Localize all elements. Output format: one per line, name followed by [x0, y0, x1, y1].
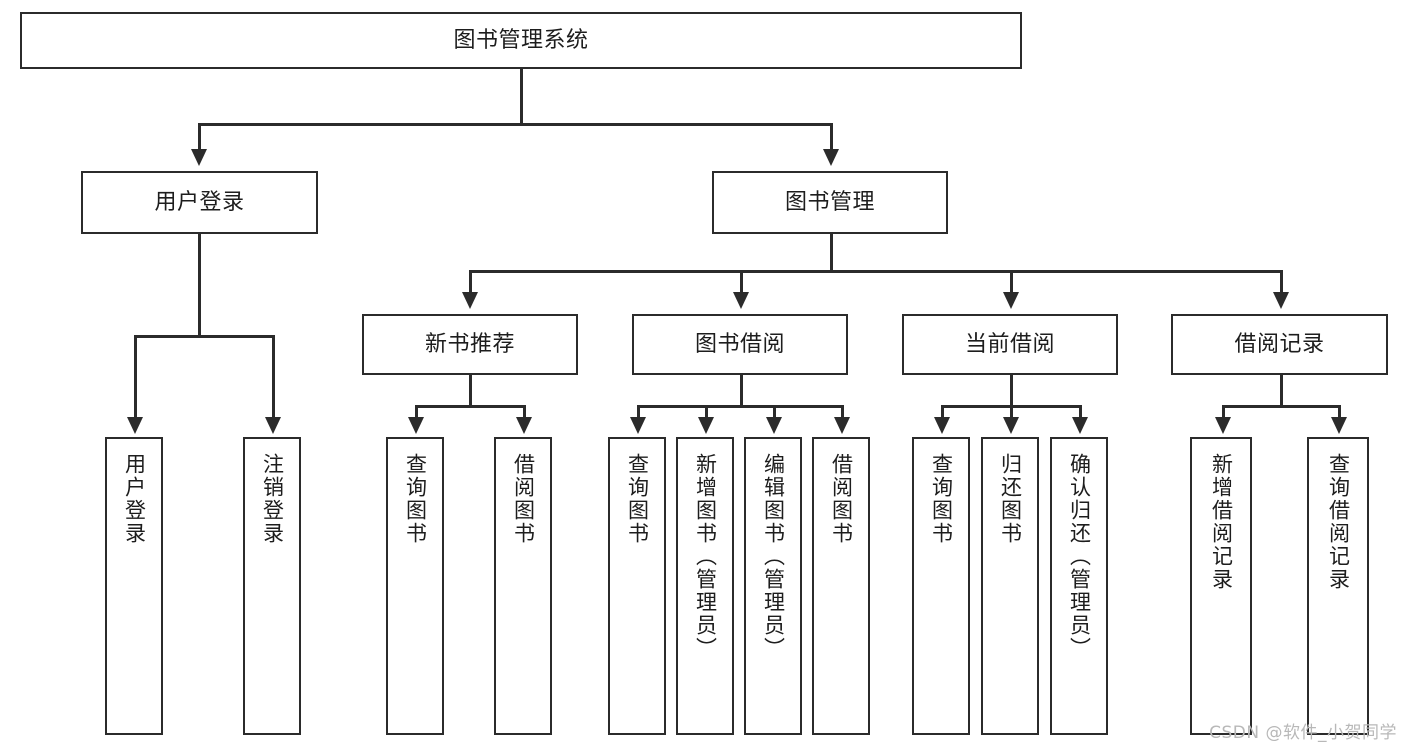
leaf-current-borrow-return[interactable]: 归还图书: [981, 437, 1039, 735]
arrowhead-new-book-leaf-1: [408, 417, 424, 434]
connector-borrow-record-stem: [1280, 375, 1283, 405]
node-label: 注销登录: [260, 453, 285, 545]
arrowhead-book-borrow-leaf-1: [630, 417, 646, 434]
node-label: 确认归还（管理员）: [1067, 453, 1092, 660]
arrowhead-current-borrow-leaf-1: [934, 417, 950, 434]
connector-root-stem: [520, 69, 523, 123]
connector-user-login-stem: [198, 234, 201, 335]
connector-user-login-bar: [134, 335, 272, 338]
node-user-login[interactable]: 用户登录: [81, 171, 318, 234]
leaf-book-borrow-query[interactable]: 查询图书: [608, 437, 666, 735]
connector-new-book-bar: [415, 405, 523, 408]
arrowhead-user-login-leaf-2: [265, 417, 281, 434]
connector-book-borrow-to-leaf-4: [841, 405, 844, 419]
node-label: 编辑图书（管理员）: [761, 453, 786, 660]
arrowhead-current-borrow-leaf-3: [1072, 417, 1088, 434]
node-borrow-record[interactable]: 借阅记录: [1171, 314, 1388, 375]
connector-bm-to-borrow-record: [1280, 270, 1283, 294]
node-label: 归还图书: [998, 453, 1023, 545]
arrowhead-root-to-book-management: [823, 149, 839, 166]
connector-root-to-user-login: [198, 123, 201, 151]
node-label: 新增图书（管理员）: [693, 453, 718, 660]
connector-borrow-record-bar: [1222, 405, 1338, 408]
node-label: 借阅图书: [829, 453, 854, 545]
connector-new-book-to-leaf-2: [523, 405, 526, 419]
arrowhead-bm-to-new-book: [462, 292, 478, 309]
arrowhead-borrow-record-leaf-2: [1331, 417, 1347, 434]
connector-borrow-record-to-leaf-1: [1222, 405, 1225, 419]
arrowhead-root-to-user-login: [191, 149, 207, 166]
leaf-book-borrow-add[interactable]: 新增图书（管理员）: [676, 437, 734, 735]
leaf-current-borrow-confirm-return[interactable]: 确认归还（管理员）: [1050, 437, 1108, 735]
arrowhead-new-book-leaf-2: [516, 417, 532, 434]
leaf-new-book-query[interactable]: 查询图书: [386, 437, 444, 735]
node-label: 查询图书: [625, 453, 650, 545]
connector-user-login-to-leaf-1: [134, 335, 137, 419]
leaf-borrow-record-query[interactable]: 查询借阅记录: [1307, 437, 1369, 735]
node-book-borrow[interactable]: 图书借阅: [632, 314, 848, 375]
node-label: 查询图书: [929, 453, 954, 545]
node-current-borrow[interactable]: 当前借阅: [902, 314, 1118, 375]
arrowhead-book-borrow-leaf-4: [834, 417, 850, 434]
node-label: 图书管理系统: [453, 27, 589, 53]
arrowhead-book-borrow-leaf-3: [766, 417, 782, 434]
node-label: 借阅记录: [1234, 331, 1325, 357]
node-label: 新增借阅记录: [1209, 453, 1234, 591]
leaf-user-login-login[interactable]: 用户登录: [105, 437, 163, 735]
node-book-management[interactable]: 图书管理: [712, 171, 948, 234]
leaf-new-book-borrow[interactable]: 借阅图书: [494, 437, 552, 735]
connector-bm-to-new-book: [469, 270, 472, 294]
node-label: 借阅图书: [511, 453, 536, 545]
node-new-book-recommend[interactable]: 新书推荐: [362, 314, 578, 375]
node-label: 新书推荐: [424, 331, 515, 357]
connector-current-borrow-to-leaf-3: [1079, 405, 1082, 419]
arrowhead-current-borrow-leaf-2: [1003, 417, 1019, 434]
node-label: 查询图书: [403, 453, 428, 545]
node-label: 图书管理: [784, 189, 875, 215]
arrowhead-user-login-leaf-1: [127, 417, 143, 434]
arrowhead-book-borrow-leaf-2: [698, 417, 714, 434]
arrowhead-borrow-record-leaf-1: [1215, 417, 1231, 434]
leaf-current-borrow-query[interactable]: 查询图书: [912, 437, 970, 735]
connector-current-borrow-stem: [1010, 375, 1013, 405]
node-label: 图书借阅: [694, 331, 785, 357]
connector-current-borrow-to-leaf-2: [1010, 405, 1013, 419]
connector-book-management-stem: [830, 234, 833, 270]
connector-bm-to-current-borrow: [1010, 270, 1013, 294]
arrowhead-bm-to-book-borrow: [733, 292, 749, 309]
connector-new-book-stem: [469, 375, 472, 405]
connector-book-borrow-to-leaf-3: [773, 405, 776, 419]
node-label: 当前借阅: [964, 331, 1055, 357]
node-label: 查询借阅记录: [1326, 453, 1351, 591]
connector-user-login-to-leaf-2: [272, 335, 275, 419]
leaf-book-borrow-edit[interactable]: 编辑图书（管理员）: [744, 437, 802, 735]
connector-book-management-bar: [469, 270, 1283, 273]
connector-book-borrow-to-leaf-2: [705, 405, 708, 419]
connector-book-borrow-stem: [740, 375, 743, 405]
arrowhead-bm-to-current-borrow: [1003, 292, 1019, 309]
leaf-book-borrow-borrow[interactable]: 借阅图书: [812, 437, 870, 735]
connector-root-bar: [198, 123, 832, 126]
connector-bm-to-book-borrow: [740, 270, 743, 294]
connector-new-book-to-leaf-1: [415, 405, 418, 419]
node-root-book-management-system[interactable]: 图书管理系统: [20, 12, 1022, 69]
leaf-user-login-logout[interactable]: 注销登录: [243, 437, 301, 735]
connector-book-borrow-to-leaf-1: [637, 405, 640, 419]
connector-borrow-record-to-leaf-2: [1338, 405, 1341, 419]
connector-book-borrow-bar: [637, 405, 843, 408]
node-label: 用户登录: [154, 189, 245, 215]
connector-current-borrow-to-leaf-1: [941, 405, 944, 419]
node-label: 用户登录: [122, 453, 147, 545]
connector-root-to-book-management: [830, 123, 833, 151]
leaf-borrow-record-add[interactable]: 新增借阅记录: [1190, 437, 1252, 735]
arrowhead-bm-to-borrow-record: [1273, 292, 1289, 309]
